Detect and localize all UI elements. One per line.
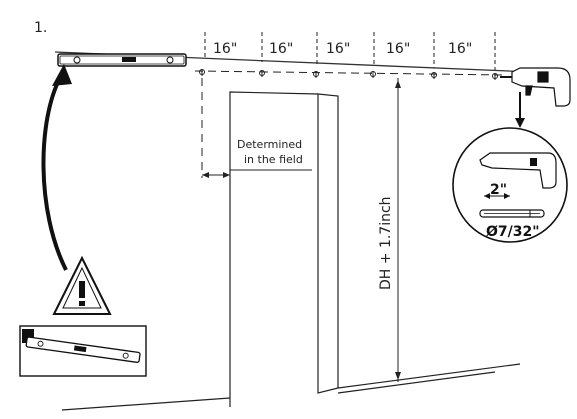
height-arrow-top xyxy=(395,80,401,88)
spacing-label: 16" xyxy=(448,41,472,57)
spacing-ticks xyxy=(204,32,496,70)
drill-icon xyxy=(500,67,571,107)
level-icon xyxy=(57,53,187,67)
field-note-line2: in the field xyxy=(244,153,303,166)
drill-detail-circle xyxy=(452,127,568,243)
field-arrow-left xyxy=(202,172,209,178)
transfer-arrow xyxy=(41,77,68,271)
warning-icon xyxy=(52,255,112,315)
detail-leader-arrow xyxy=(515,118,525,128)
spacing-label: 16" xyxy=(269,41,293,57)
hole-marks xyxy=(199,69,498,80)
spacing-label: 16" xyxy=(386,41,410,57)
spacing-label: 16" xyxy=(326,41,350,57)
drill-diameter-label: Ø7/32" xyxy=(486,224,540,240)
height-label: DH + 1.7inch xyxy=(378,196,394,290)
step-number: 1. xyxy=(34,20,47,36)
field-note-line1: Determined xyxy=(237,138,302,151)
transfer-arrow-head xyxy=(52,64,72,86)
spacing-label: 16" xyxy=(213,41,237,57)
door-frame xyxy=(61,91,521,411)
height-arrow-bottom xyxy=(395,372,401,380)
drill-line xyxy=(194,70,506,76)
field-arrow-right xyxy=(223,172,230,178)
drill-depth-label: 2" xyxy=(490,182,507,198)
door-panel-icon xyxy=(19,325,147,377)
